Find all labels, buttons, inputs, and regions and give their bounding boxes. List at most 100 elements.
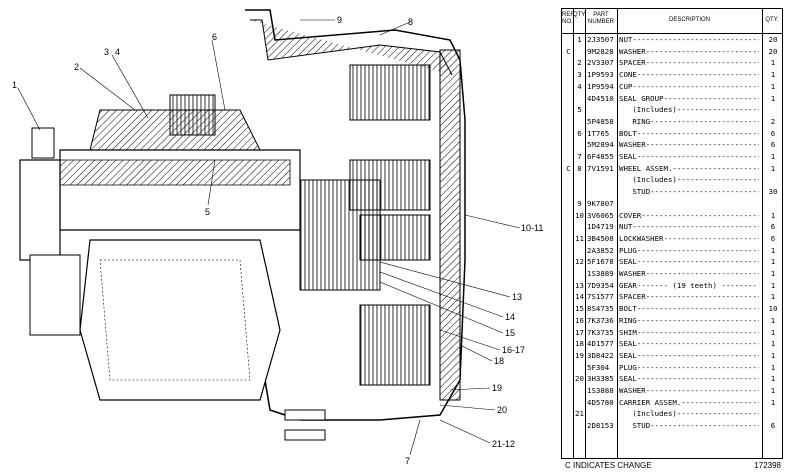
row-description-text: SPACER — [619, 292, 646, 302]
row-description-text: BOLT — [619, 128, 637, 138]
row-leader-dots: ------------------------------- — [632, 81, 759, 91]
callout-1: 1 — [12, 80, 17, 90]
part-header-line2: NUMBER — [587, 19, 614, 25]
row-ref-number: 12 — [575, 257, 584, 267]
row-quantity: 20 — [768, 46, 778, 56]
row-leader-dots: ------------------------------- — [650, 187, 759, 197]
part-number-header: PART NUMBER — [585, 12, 617, 26]
row-leader-dots: ------------------------------- — [663, 233, 760, 243]
table-row: 5F304PLUG-------------------------------… — [562, 363, 782, 372]
row-description-text: RING — [619, 116, 651, 126]
row-description: SEAL GROUP------------------------------… — [619, 94, 759, 103]
row-quantity: 1 — [770, 350, 776, 360]
row-leader-dots: ------------------------------- — [636, 374, 759, 384]
row-description: (Includes)------------------------------… — [619, 175, 759, 184]
change-legend: C INDICATES CHANGE — [565, 461, 652, 470]
row-description-text: STUD — [619, 421, 651, 431]
table-row: STUD------------------------------- 30 — [562, 187, 782, 196]
row-quantity: 1 — [770, 93, 776, 103]
row-description-text: SEAL — [619, 350, 637, 360]
row-description-note: (19 teeth) — [672, 280, 717, 290]
row-quantity: 30 — [768, 187, 778, 197]
row-quantity: 6 — [770, 222, 776, 232]
row-leader-dots: ------------------------------- — [676, 175, 759, 185]
row-description: SEAL------------------------------- — [619, 374, 759, 383]
final-drive-illustration: 1 2 3 4 5 6 7 8 9 10-11 13 14 15 16-17 1… — [12, 9, 543, 466]
row-description: RING------------------------------- — [619, 117, 759, 126]
callout-4: 4 — [115, 47, 120, 57]
row-part-number: 3B4508 — [587, 233, 614, 243]
row-leader-dots: ------------------------------- — [636, 362, 759, 372]
callout-15: 15 — [505, 328, 515, 338]
table-row: 193D8422SEAL----------------------------… — [562, 351, 782, 360]
row-description-text: SHIM — [619, 327, 637, 337]
row-leader-dots: ------------------------------- — [672, 163, 759, 173]
row-quantity: 1 — [770, 245, 776, 255]
row-leader-dots: ------------------------------- — [681, 397, 759, 407]
row-quantity: 1 — [770, 327, 776, 337]
row-quantity: 1 — [770, 152, 776, 161]
row-description: SPACER------------------------------- — [619, 292, 759, 301]
row-description-text: WASHER — [619, 269, 646, 278]
col-divider-1 — [573, 9, 574, 458]
row-part-number: 1S3889 — [587, 269, 614, 278]
row-description-text: GEAR — [619, 280, 637, 290]
row-ref-number: 13 — [575, 280, 584, 290]
row-ref-number: 15 — [575, 304, 584, 314]
row-quantity: 1 — [770, 58, 776, 68]
row-leader-dots: ------------------------------- — [636, 315, 759, 325]
callout-13: 13 — [512, 292, 522, 302]
row-description: WASHER------------------------------- — [619, 269, 759, 278]
callout-21-12: 21-12 — [492, 439, 515, 449]
row-part-number: 2V3307 — [587, 58, 614, 68]
row-description: SPACER------------------------------- — [619, 58, 759, 67]
row-quantity: 2 — [770, 116, 776, 126]
row-leader-dots: ------------------------------- — [636, 339, 759, 349]
row-quantity: 1 — [770, 163, 776, 173]
row-leader-dots: ------------------------------- — [645, 386, 759, 395]
callout-19: 19 — [492, 383, 502, 393]
row-ref-number: 2 — [577, 58, 582, 68]
drawing-code: 172398 — [754, 461, 781, 470]
row-description-text: (Includes) — [619, 105, 677, 115]
row-description-text: SEAL — [619, 339, 637, 349]
row-description: BOLT------------------------------- — [619, 304, 759, 313]
row-leader-dots: ------------------------------- — [632, 222, 759, 232]
ref-header-line2: NO. — [562, 19, 573, 25]
row-description: CARRIER ASSEM.--------------------------… — [619, 398, 759, 407]
row-part-number: 7S1577 — [587, 292, 614, 302]
qty-header: QTY. — [765, 17, 779, 23]
row-part-number: 5F304 — [587, 362, 610, 372]
row-part-number: 3D8422 — [587, 350, 614, 360]
row-leader-dots: ------------------------------- — [645, 58, 759, 68]
table-row: 5P4858 RING-----------------------------… — [562, 117, 782, 126]
row-part-number: 5F1678 — [587, 257, 614, 267]
table-row: 61T765BOLT------------------------------… — [562, 129, 782, 138]
row-description-text: STUD — [619, 187, 651, 197]
row-description: CONE------------------------------- — [619, 70, 759, 79]
table-row: 76F4855SEAL-----------------------------… — [562, 152, 782, 161]
row-change-mark: C — [566, 46, 571, 56]
row-description-text: WHEEL ASSEM. — [619, 163, 673, 173]
table-row: 203H3385SEAL----------------------------… — [562, 374, 782, 383]
table-row: 31P9593CONE-----------------------------… — [562, 70, 782, 79]
row-description: SEAL------------------------------- — [619, 152, 759, 161]
row-description-text: CONE — [619, 70, 637, 80]
row-description: LOCKWASHER------------------------------… — [619, 234, 759, 243]
col-divider-3 — [617, 9, 618, 458]
table-row: C9M2828WASHER---------------------------… — [562, 47, 782, 56]
row-leader-dots: ------------------------------- — [636, 128, 759, 138]
col-divider-2 — [585, 9, 586, 458]
table-row: (Includes)------------------------------… — [562, 175, 782, 184]
row-ref-number: 20 — [575, 374, 584, 384]
row-description: WHEEL ASSEM.----------------------------… — [619, 164, 759, 173]
row-leader-dots: ------------------------------- — [636, 304, 759, 314]
col-divider-4 — [762, 9, 763, 458]
qty-sub-header-text: QTY. — [573, 12, 587, 18]
row-ref-number: 4 — [577, 81, 582, 91]
row-part-number: 1P9594 — [587, 81, 614, 91]
